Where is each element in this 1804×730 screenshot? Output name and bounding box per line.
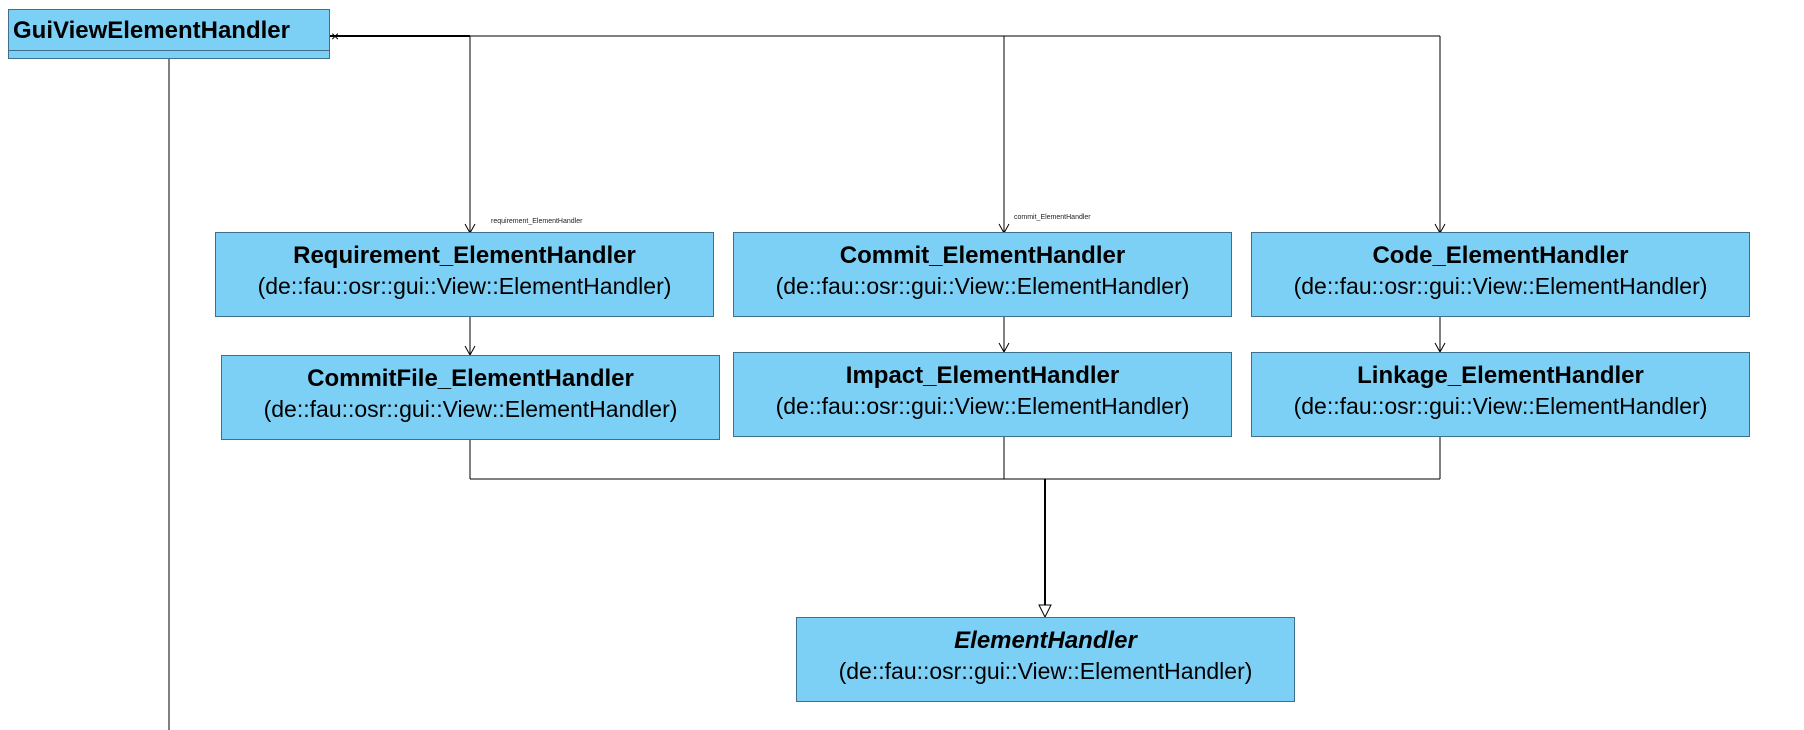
base-class-box[interactable]: ElementHandler (de::fau::osr::gui::View:… [796, 617, 1295, 702]
class-name: Linkage_ElementHandler [1357, 362, 1644, 389]
class-name: Code_ElementHandler [1372, 242, 1629, 269]
class-box-commitfile[interactable]: CommitFile_ElementHandler (de::fau::osr:… [221, 355, 720, 440]
class-package: (de::fau::osr::gui::View::ElementHandler… [257, 273, 672, 299]
role-label-commit: commit_ElementHandler [1014, 214, 1091, 221]
class-package: (de::fau::osr::gui::View::ElementHandler… [263, 396, 678, 422]
generalization-triangle [1038, 604, 1052, 619]
class-name: Requirement_ElementHandler [293, 242, 636, 269]
role-label-requirement: requirement_ElementHandler [491, 218, 583, 225]
association-x-marker: × [331, 28, 339, 44]
base-class-name: ElementHandler [954, 627, 1137, 654]
class-name: CommitFile_ElementHandler [307, 365, 634, 392]
class-box-code[interactable]: Code_ElementHandler (de::fau::osr::gui::… [1251, 232, 1750, 317]
owner-class-name: GuiViewElementHandler [13, 17, 290, 44]
class-package: (de::fau::osr::gui::View::ElementHandler… [775, 273, 1190, 299]
class-name: Impact_ElementHandler [845, 362, 1120, 389]
class-package: (de::fau::osr::gui::View::ElementHandler… [1293, 393, 1708, 419]
class-box-impact[interactable]: Impact_ElementHandler (de::fau::osr::gui… [733, 352, 1232, 437]
class-package: (de::fau::osr::gui::View::ElementHandler… [775, 393, 1190, 419]
class-box-linkage[interactable]: Linkage_ElementHandler (de::fau::osr::gu… [1251, 352, 1750, 437]
base-class-package: (de::fau::osr::gui::View::ElementHandler… [838, 658, 1253, 684]
class-box-requirement[interactable]: Requirement_ElementHandler (de::fau::osr… [215, 232, 714, 317]
class-name: Commit_ElementHandler [839, 242, 1126, 269]
class-box-commit[interactable]: Commit_ElementHandler (de::fau::osr::gui… [733, 232, 1232, 317]
owner-class-divider [9, 50, 329, 51]
owner-class-box[interactable]: GuiViewElementHandler [8, 9, 330, 59]
class-package: (de::fau::osr::gui::View::ElementHandler… [1293, 273, 1708, 299]
